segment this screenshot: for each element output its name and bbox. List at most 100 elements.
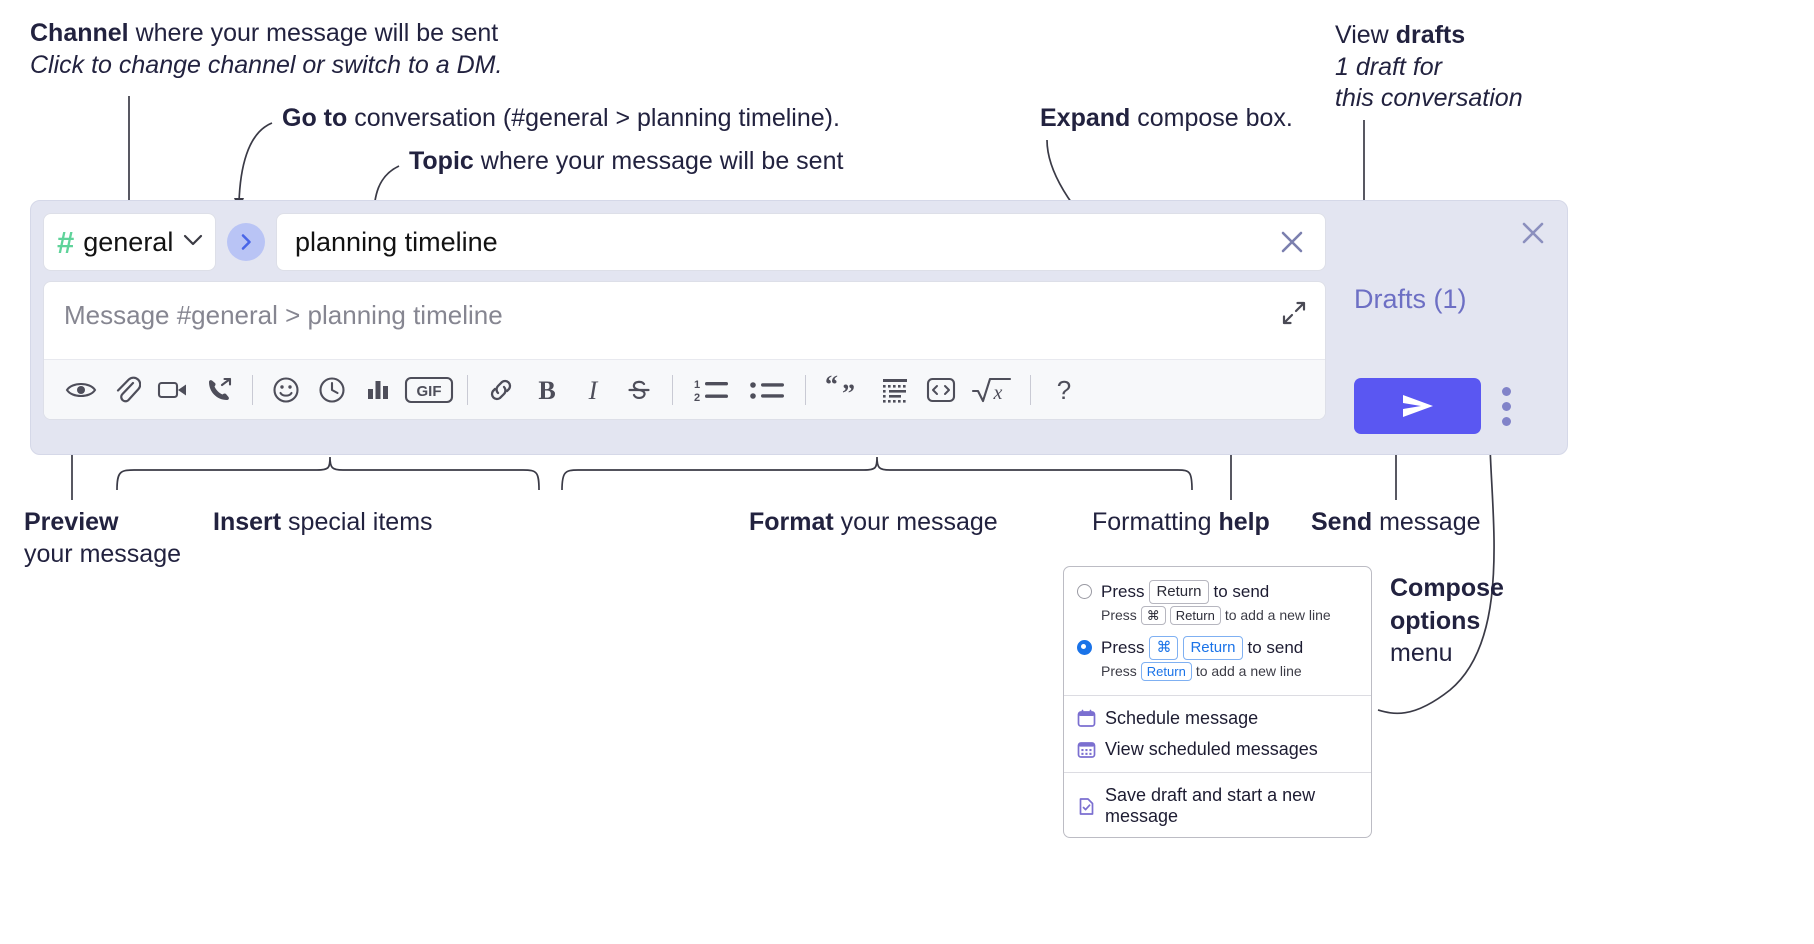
- video-icon: [157, 381, 186, 398]
- key-return-blue: Return: [1183, 635, 1243, 660]
- link-button[interactable]: [478, 367, 524, 413]
- hash-icon: #: [57, 224, 75, 260]
- emoji-button[interactable]: [263, 367, 309, 413]
- annotation-send: Send message: [1311, 507, 1481, 539]
- channel-name: general: [83, 226, 174, 257]
- annotation-channel-bold: Channel: [30, 19, 129, 47]
- annotation-send-bold: Send: [1311, 508, 1373, 536]
- clear-topic-button[interactable]: [1275, 225, 1309, 259]
- option-cmd-return-label: Press ⌘ Return to send: [1101, 635, 1303, 661]
- annotation-insert-bold: Insert: [213, 508, 282, 536]
- menu-item-view-scheduled-label: View scheduled messages: [1105, 739, 1318, 760]
- annotation-compose-options: Compose options menu: [1390, 572, 1504, 670]
- toolbar-divider-4: [805, 374, 806, 405]
- menu-divider-1: [1064, 695, 1371, 697]
- preview-button[interactable]: [58, 367, 104, 413]
- go-to-conversation-button[interactable]: [227, 223, 265, 261]
- kebab-dot-3: [1502, 417, 1511, 426]
- video-clip-button[interactable]: [150, 367, 196, 413]
- menu-divider-2: [1064, 772, 1371, 774]
- ordered-list-button[interactable]: 1 2: [683, 367, 739, 413]
- key-return-2: Return: [1169, 605, 1221, 626]
- annotation-format: Format your message: [749, 507, 998, 539]
- expand-compose-button[interactable]: [1279, 298, 1309, 333]
- huddle-button[interactable]: [196, 367, 242, 413]
- menu-radio-option-cmd-return[interactable]: Press ⌘ Return to send: [1064, 632, 1371, 661]
- formatting-help-button[interactable]: ?: [1041, 367, 1087, 413]
- annotation-expand-bold: Expand: [1040, 104, 1131, 132]
- svg-text:1: 1: [694, 379, 700, 391]
- annotation-insert-rest: special items: [281, 508, 433, 536]
- reminder-button[interactable]: [309, 367, 355, 413]
- radio-selected-icon[interactable]: [1077, 640, 1092, 656]
- annotation-compose-rest: menu: [1390, 639, 1453, 667]
- radio-unselected-icon[interactable]: [1077, 584, 1092, 599]
- attachment-icon: [116, 376, 141, 402]
- strikethrough-button[interactable]: [616, 367, 662, 413]
- compose-box: # general planning timeline: [30, 200, 1568, 455]
- menu-item-schedule-label: Schedule message: [1105, 708, 1259, 729]
- ordered-list-icon: 1 2: [694, 379, 728, 404]
- link-icon: [490, 379, 512, 400]
- menu-item-save-draft[interactable]: Save draft and start a new message: [1064, 780, 1371, 832]
- channel-selector-button[interactable]: # general: [43, 213, 216, 271]
- annotation-compose-bold1: Compose: [1390, 574, 1504, 602]
- bulleted-list-icon: [750, 381, 784, 399]
- attachment-button[interactable]: [104, 367, 150, 413]
- gif-button[interactable]: GIF: [401, 367, 457, 413]
- close-icon: [1281, 231, 1303, 253]
- bulleted-list-button[interactable]: [739, 367, 795, 413]
- italic-button[interactable]: I: [570, 367, 616, 413]
- compose-options-button[interactable]: [1502, 387, 1511, 426]
- gif-icon: GIF: [404, 376, 454, 403]
- calendar-grid-icon: [1077, 740, 1096, 759]
- annotation-preview: Preview your message: [24, 507, 181, 570]
- annotation-fhelp-plain: Formatting: [1092, 508, 1219, 536]
- hint-return-pre: Press: [1101, 607, 1137, 624]
- code-block-button[interactable]: [872, 367, 918, 413]
- svg-text:”: ”: [842, 379, 855, 405]
- annotation-channel-rest: where your message will be sent: [128, 19, 499, 47]
- menu-item-view-scheduled[interactable]: View scheduled messages: [1064, 734, 1371, 765]
- menu-item-schedule-message[interactable]: Schedule message: [1064, 703, 1371, 734]
- annotation-drafts: View drafts 1 draft for this conversatio…: [1335, 20, 1523, 115]
- drafts-link[interactable]: Drafts (1): [1354, 284, 1467, 314]
- calendar-icon: [1077, 709, 1096, 728]
- inline-code-button[interactable]: [918, 367, 964, 413]
- blockquote-button[interactable]: “ ”: [816, 367, 872, 413]
- chevron-right-icon: [241, 234, 251, 250]
- poll-icon: [368, 380, 388, 399]
- compose-header-row: # general planning timeline: [43, 213, 1326, 271]
- help-icon: ?: [1057, 375, 1071, 405]
- annotation-topic-bold: Topic: [409, 147, 474, 175]
- hint-cmd-pre: Press: [1101, 663, 1137, 680]
- math-icon: x: [971, 377, 1012, 404]
- poll-button[interactable]: [355, 367, 401, 413]
- toolbar-divider-2: [467, 374, 468, 405]
- option-return-post: to send: [1213, 582, 1270, 601]
- math-button[interactable]: x: [964, 367, 1020, 413]
- bold-button[interactable]: B: [524, 367, 570, 413]
- close-icon: [1522, 222, 1544, 244]
- message-input[interactable]: Message #general > planning timeline: [44, 282, 1325, 359]
- close-compose-button[interactable]: [1515, 215, 1551, 256]
- topic-field[interactable]: planning timeline: [276, 213, 1326, 271]
- annotation-drafts-plain: View: [1335, 21, 1396, 49]
- option-cmd-post: to send: [1247, 638, 1304, 658]
- option-return-pre: Press: [1101, 582, 1145, 601]
- preview-icon: [65, 382, 97, 397]
- menu-radio-option-return[interactable]: Press Return to send: [1064, 576, 1371, 605]
- annotation-topic: Topic where your message will be sent: [409, 146, 843, 178]
- svg-text:2: 2: [694, 392, 700, 404]
- send-button[interactable]: [1354, 378, 1481, 434]
- svg-text:x: x: [993, 382, 1003, 404]
- italic-icon: I: [588, 376, 599, 404]
- annotation-drafts-italic1: 1 draft for: [1335, 52, 1442, 81]
- annotation-goto: Go to conversation (#general > planning …: [282, 103, 840, 135]
- send-icon: [1402, 395, 1433, 417]
- annotation-expand-rest: compose box.: [1130, 104, 1293, 132]
- compose-side-column: Drafts (1): [1324, 201, 1567, 454]
- svg-text:GIF: GIF: [417, 383, 442, 400]
- annotation-goto-bold: Go to: [282, 104, 348, 132]
